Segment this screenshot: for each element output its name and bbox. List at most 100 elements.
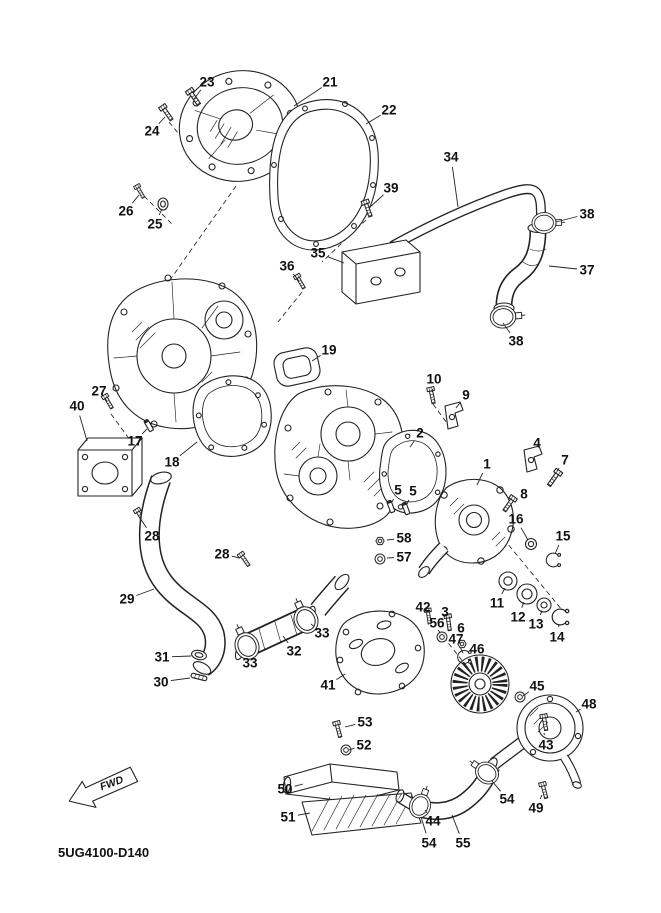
leader-line-11 [501,587,506,595]
leader-line-50 [294,783,304,787]
part-heat-shield-51 [301,792,422,836]
part-callout-33: 33 [314,626,330,641]
part-fan-46 [450,654,510,714]
leader-line-38 [555,216,578,223]
leader-line-55 [451,814,460,834]
part-case-cover-41 [335,610,425,696]
part-callout-18: 18 [164,455,180,470]
part-air-duct-50 [282,763,400,803]
part-callout-26: 26 [118,204,134,219]
part-callout-42: 42 [415,600,430,615]
part-callout-14: 14 [549,630,565,645]
leader-line-5 [406,499,410,505]
washer-16 [524,537,538,551]
leader-line-17 [141,428,148,435]
part-callout-51: 51 [280,810,296,825]
circlip-15 [545,552,562,568]
part-outlet-elbow [493,222,549,314]
part-callout-50: 50 [277,782,292,797]
washer-56 [436,631,448,643]
part-breather-pipe [386,184,547,251]
part-callout-48: 48 [581,697,597,712]
part-rotor-housing-48 [516,694,584,789]
leader-line-26 [131,194,140,204]
part-callout-33: 33 [242,656,258,671]
part-callout-45: 45 [529,679,545,694]
leader-line-34 [451,166,459,208]
part-callout-21: 21 [322,75,338,90]
leader-line-29 [136,588,155,596]
part-callout-41: 41 [320,678,336,693]
part-callout-37: 37 [579,263,594,278]
leader-line-16 [520,527,529,541]
leader-line-31 [171,655,192,658]
washer-13 [536,597,552,613]
leader-line-9 [455,402,461,409]
leader-line-13 [539,610,543,616]
part-callout-49: 49 [528,801,543,816]
part-callout-6: 6 [457,621,465,636]
washer-45 [514,691,526,703]
part-callout-25: 25 [147,217,163,232]
part-callout-57: 57 [396,550,411,565]
part-pump-gasket-2 [379,429,447,514]
part-callout-5: 5 [409,484,417,499]
part-cover-gasket-22 [269,99,379,251]
part-callout-12: 12 [510,610,525,625]
part-water-pump-housing-1 [418,478,515,578]
leader-line-36 [292,273,300,282]
part-callout-28: 28 [214,547,230,562]
part-callout-30: 30 [153,675,168,690]
bolt-49 [538,780,551,800]
leader-line-12 [521,601,525,608]
part-small-plate-gasket-19 [273,347,321,387]
leader-line-1 [476,472,484,486]
leader-line-47 [460,647,464,654]
part-callout-35: 35 [310,246,326,261]
leader-line-38 [502,322,511,334]
leader-line-25 [158,208,163,216]
bearing-12 [516,583,538,605]
part-callout-27: 27 [91,384,106,399]
part-callout-55: 55 [455,836,471,851]
part-callout-8: 8 [520,487,528,502]
leader-line-19 [311,355,321,362]
part-callout-24: 24 [144,124,160,139]
part-callout-38: 38 [508,334,524,349]
part-callout-52: 52 [356,738,371,753]
part-callout-28: 28 [144,529,160,544]
leader-line-48 [575,708,581,713]
leader-line-44 [424,809,428,814]
part-callout-36: 36 [279,259,295,274]
leader-line-32 [282,635,289,644]
leader-line-18 [179,441,198,457]
leader-line-39 [368,194,384,209]
part-inlet-stub [310,573,350,616]
leader-line-51 [297,812,311,816]
part-callout-44: 44 [425,814,441,829]
leader-line-28 [139,517,147,528]
part-callout-29: 29 [119,592,134,607]
part-callout-16: 16 [508,512,524,527]
part-callout-13: 13 [528,617,544,632]
part-callout-39: 39 [383,181,398,196]
leader-line-30 [170,677,191,682]
part-callout-3: 3 [441,605,449,620]
part-intake-hose-29 [138,471,226,676]
bolt-7 [545,467,564,489]
part-crankcase-cover-1 [178,70,302,182]
leader-line-28 [231,555,241,559]
part-cover-gasket-18 [192,375,272,457]
washer-57 [374,553,386,565]
bolt-53 [332,719,345,739]
hose-clamp-38-upper [531,211,566,235]
fwd-arrow: FWD [68,766,139,808]
leader-line-54 [420,816,427,834]
part-callout-54: 54 [499,792,515,807]
part-callout-17: 17 [127,434,142,449]
part-callout-43: 43 [538,738,554,753]
circlip-14 [551,608,570,626]
bolt-26 [133,183,147,200]
